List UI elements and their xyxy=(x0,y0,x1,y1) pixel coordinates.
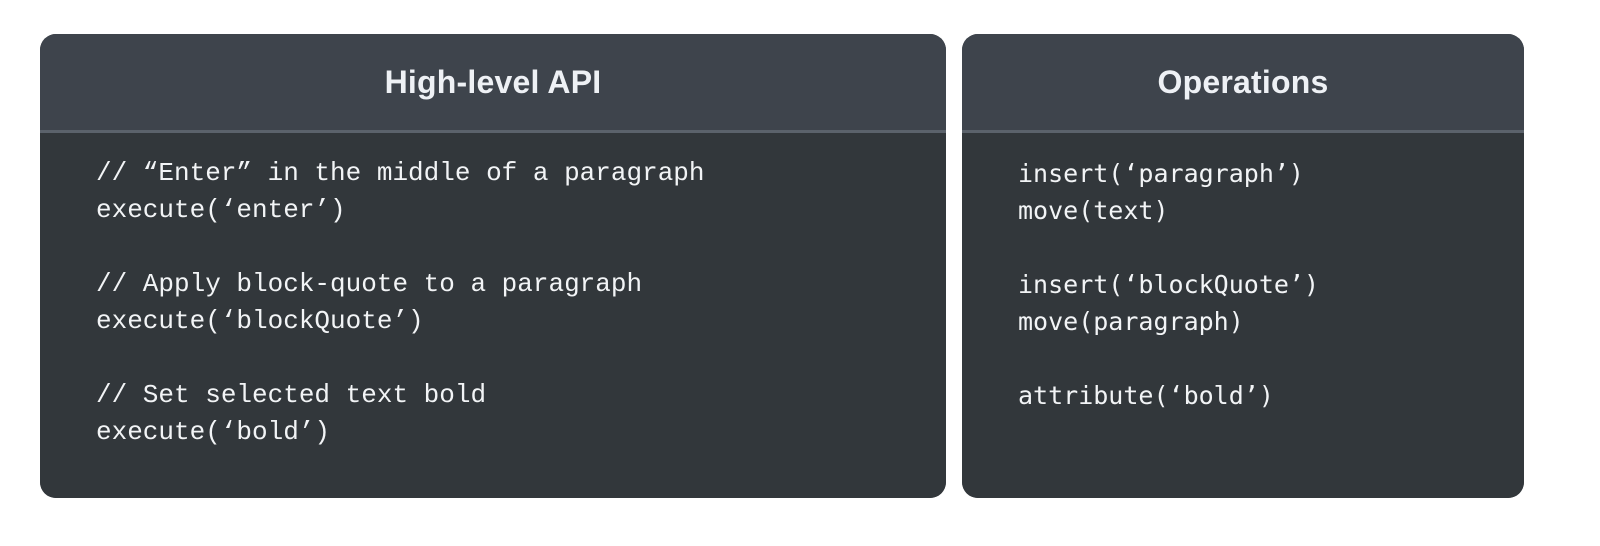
code-block: // “Enter” in the middle of a paragraph … xyxy=(96,155,916,229)
panel-high-level-api: High-level API // “Enter” in the middle … xyxy=(40,34,946,498)
code-line-operation: attribute(‘bold’) xyxy=(1018,381,1274,410)
code-line-operation: move(paragraph) xyxy=(1018,307,1244,336)
code-line-call: execute(‘bold’) xyxy=(96,417,331,447)
code-line-call: execute(‘blockQuote’) xyxy=(96,306,424,336)
code-line-operation: insert(‘paragraph’) xyxy=(1018,159,1304,188)
code-block: // Set selected text bold execute(‘bold’… xyxy=(96,377,916,451)
code-block: insert(‘paragraph’) move(text) xyxy=(1018,155,1494,229)
code-line-comment: // Apply block-quote to a paragraph xyxy=(96,269,643,299)
panel-body-high-level-api: // “Enter” in the middle of a paragraph … xyxy=(40,133,946,498)
code-line-call: execute(‘enter’) xyxy=(96,195,346,225)
code-block: insert(‘blockQuote’) move(paragraph) xyxy=(1018,266,1494,340)
code-line-operation: insert(‘blockQuote’) xyxy=(1018,270,1320,299)
panel-header-operations: Operations xyxy=(962,34,1524,133)
code-block: attribute(‘bold’) xyxy=(1018,377,1494,414)
code-line-comment: // “Enter” in the middle of a paragraph xyxy=(96,158,705,188)
panel-title-operations: Operations xyxy=(1157,64,1329,100)
panel-operations: Operations insert(‘paragraph’) move(text… xyxy=(962,34,1524,498)
panel-title-high-level-api: High-level API xyxy=(384,64,602,100)
code-line-operation: move(text) xyxy=(1018,196,1169,225)
code-line-comment: // Set selected text bold xyxy=(96,380,487,410)
code-block: // Apply block-quote to a paragraph exec… xyxy=(96,266,916,340)
panel-body-operations: insert(‘paragraph’) move(text) insert(‘b… xyxy=(962,133,1524,498)
panel-header-high-level-api: High-level API xyxy=(40,34,946,133)
